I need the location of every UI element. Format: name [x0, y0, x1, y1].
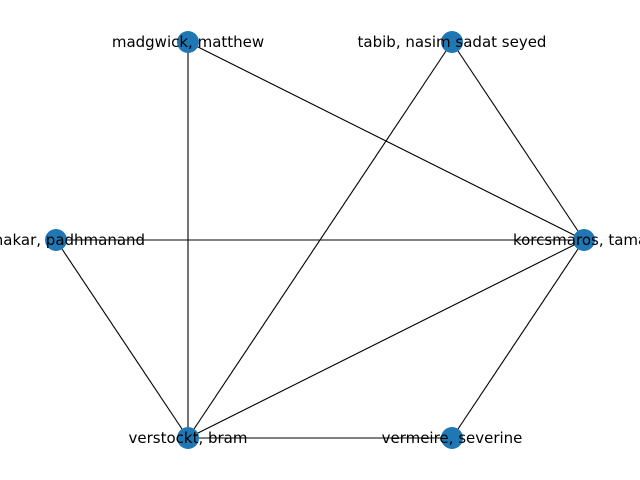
node-verstockt — [177, 427, 199, 449]
node-korcsmaros — [573, 229, 595, 251]
node-madgwick — [177, 31, 199, 53]
node-tabib — [441, 31, 463, 53]
node-vermeire — [441, 427, 463, 449]
node-label-vermeire: vermeire, severine — [382, 429, 523, 447]
edge-korcsmaros-verstockt — [187, 239, 585, 439]
edge-tabib-korcsmaros — [451, 41, 585, 241]
edges-layer — [55, 41, 585, 439]
node-label-korcsmaros: korcsmaros, tamas — [513, 231, 640, 249]
node-label-madgwick: madgwick, matthew — [112, 33, 264, 51]
labels-layer: madgwick, matthew tabib, nasim sadat seye… — [0, 33, 640, 447]
node-label-verstockt: verstockt, bram — [129, 429, 248, 447]
node-sudhakar — [45, 229, 67, 251]
node-label-sudhakar: sudhakar, padhmanand — [0, 231, 145, 249]
node-label-tabib: tabib, nasim sadat seyed — [358, 33, 547, 51]
edge-sudhakar-verstockt — [55, 239, 189, 439]
nodes-layer — [45, 31, 595, 449]
edge-korcsmaros-vermeire — [451, 239, 585, 439]
